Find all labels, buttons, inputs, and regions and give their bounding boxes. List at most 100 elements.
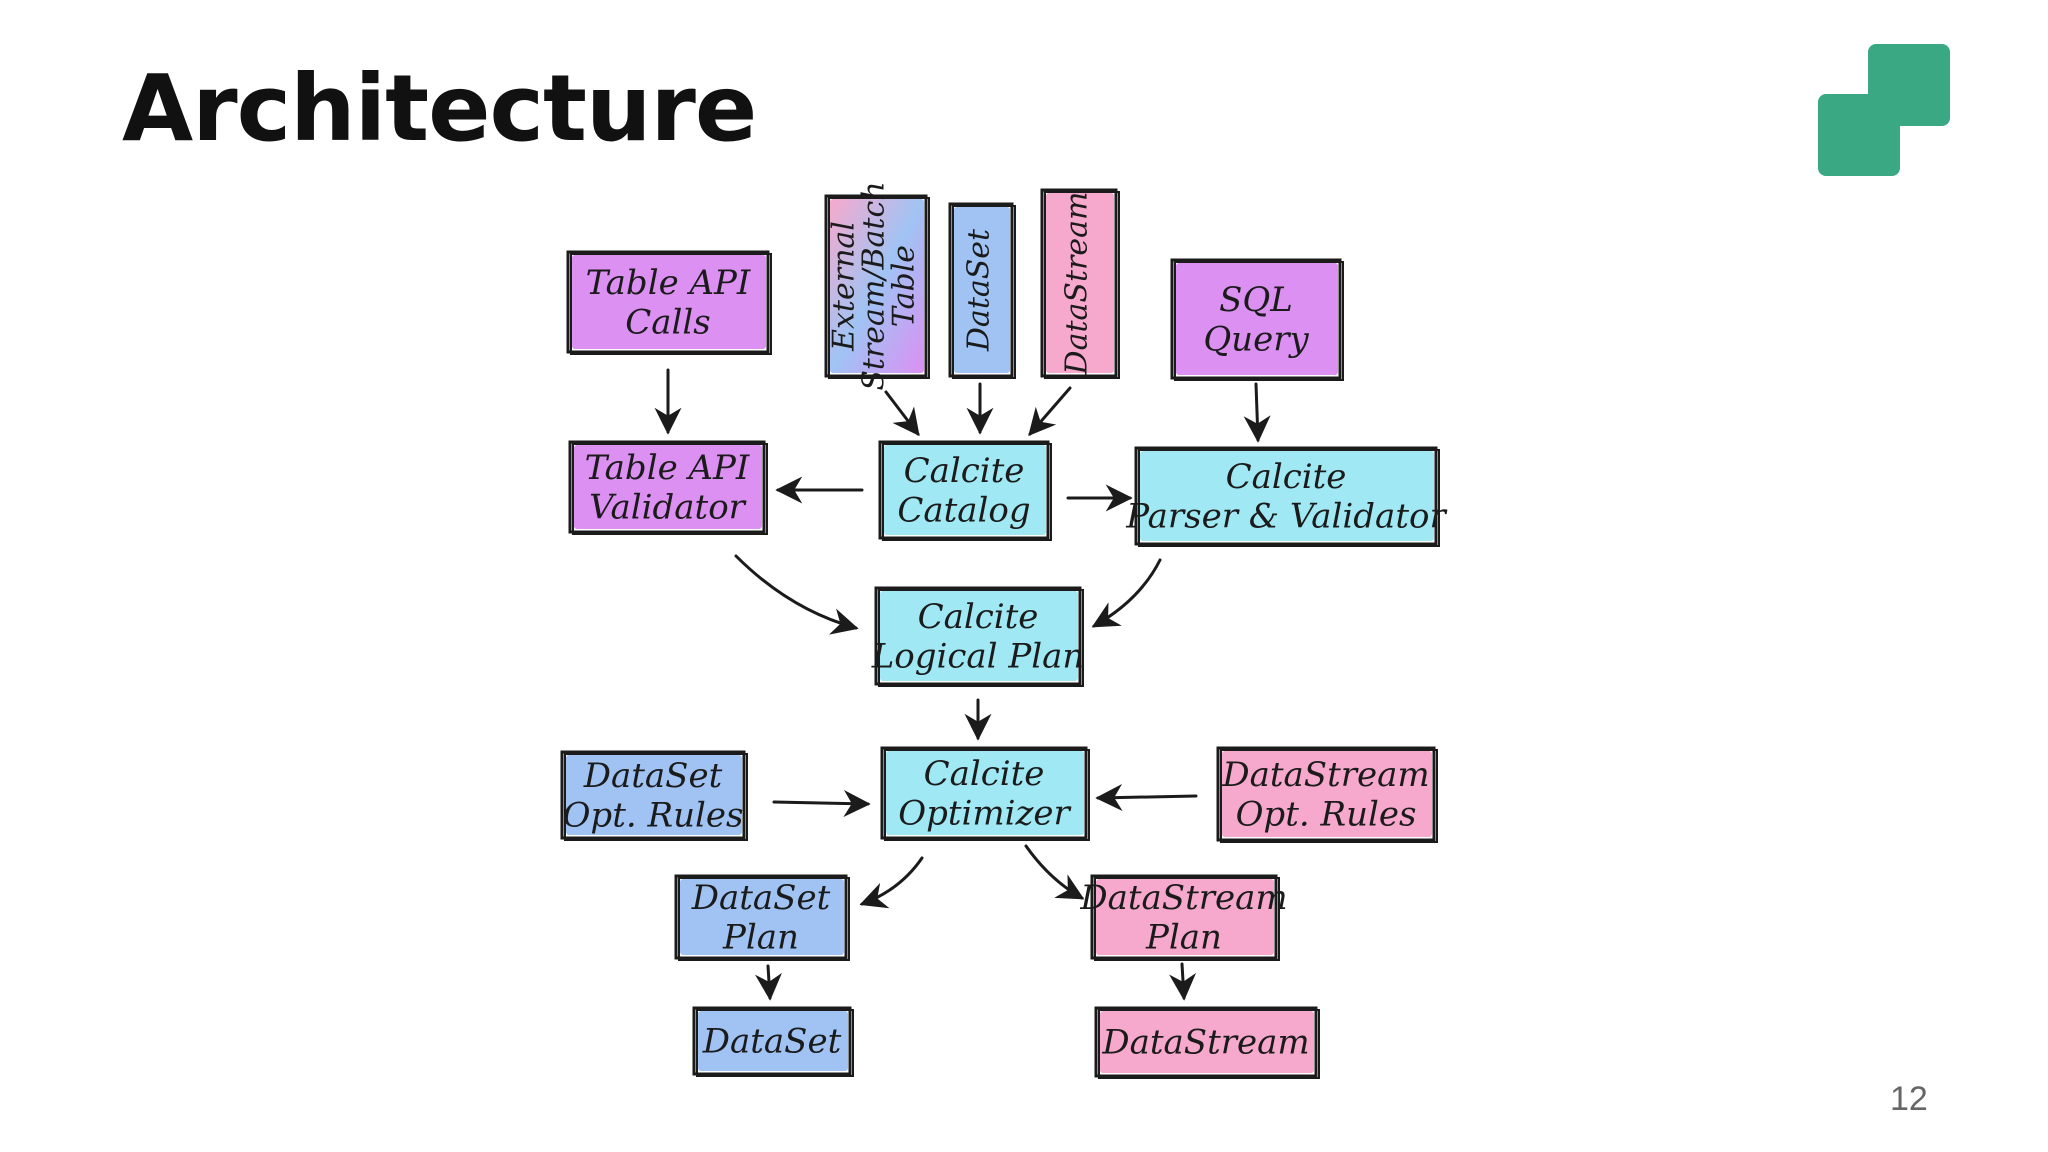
node-fill <box>830 199 924 373</box>
node-label: Table API <box>586 263 751 303</box>
node-fill <box>572 255 766 349</box>
node-fill <box>884 445 1046 535</box>
edges-layer <box>654 368 1271 1001</box>
slide-title: Architecture <box>122 55 757 162</box>
node-fill <box>886 751 1084 835</box>
node-outline <box>882 443 1052 541</box>
arrow-dataset-opt-rules-to-calcite-optimizer <box>772 789 871 817</box>
node-outline <box>1094 877 1280 961</box>
node-label: Optimizer <box>898 793 1071 833</box>
node-label: DataStream <box>1101 1023 1309 1063</box>
node-label: Logical Plan <box>871 636 1085 676</box>
node-label: Calcite <box>904 451 1025 491</box>
node-datastream-input: DataStream <box>1040 188 1120 379</box>
node-label: Calcite <box>924 754 1045 794</box>
node-dataset-output: DataSet <box>692 1006 854 1077</box>
node-outline <box>568 440 766 534</box>
node-label: DataStream <box>1221 755 1429 795</box>
arrow-datastream-plan-to-datastream-output <box>1169 962 1197 1001</box>
node-label: DataSet <box>583 756 723 796</box>
node-outline <box>1220 749 1438 843</box>
node-outline <box>570 253 772 355</box>
node-label: Calls <box>625 302 710 342</box>
node-fill <box>1176 263 1338 375</box>
node-label: DataStream <box>1060 192 1095 376</box>
node-outline <box>678 877 850 961</box>
node-fill <box>954 207 1010 373</box>
node-outline <box>674 874 848 960</box>
node-outline <box>692 1006 852 1076</box>
arrow-dataset-plan-to-dataset-output <box>755 964 782 1001</box>
node-outline <box>1098 1009 1320 1079</box>
arrow-calcite-parser-validator-to-calcite-logical-plan <box>1091 558 1162 628</box>
node-outline <box>1174 261 1344 381</box>
node-outline <box>1216 746 1436 842</box>
node-label: Stream/Batch <box>857 181 892 390</box>
node-outline <box>1044 191 1120 379</box>
node-label: Table API <box>585 448 750 488</box>
node-label: Opt. Rules <box>1236 794 1417 834</box>
node-datastream-output: DataStream <box>1094 1006 1320 1079</box>
node-outline <box>880 746 1088 840</box>
node-fill <box>566 755 742 835</box>
node-outline <box>564 753 748 841</box>
node-label: External <box>827 221 862 352</box>
arrow-external-stream-batch-table-to-calcite-catalog <box>884 390 920 437</box>
node-fill <box>1096 879 1274 955</box>
node-label: Plan <box>1145 917 1222 957</box>
arrow-sql-query-to-calcite-parser-validator <box>1243 382 1271 443</box>
node-label: DataSet <box>702 1022 842 1062</box>
arrow-calcite-optimizer-to-dataset-plan <box>859 856 924 909</box>
node-outline <box>572 443 768 535</box>
node-outline <box>1170 258 1342 380</box>
arrow-datastream-input-to-calcite-catalog <box>1028 386 1072 437</box>
node-label: Query <box>1203 319 1309 359</box>
node-outline <box>696 1009 854 1077</box>
node-label: Validator <box>589 487 747 527</box>
node-fill <box>680 879 844 955</box>
node-label: Table <box>887 245 922 327</box>
node-fill <box>1222 751 1432 837</box>
node-label: SQL <box>1219 280 1293 320</box>
arrow-datastream-opt-rules-to-calcite-optimizer <box>1095 784 1198 812</box>
overlapping-squares-logo-icon <box>1818 44 1952 178</box>
node-label: DataStream <box>1079 878 1287 918</box>
node-label: Calcite <box>918 597 1039 637</box>
node-label: Plan <box>722 917 799 957</box>
node-dataset-input: DataSet <box>948 202 1016 379</box>
node-label: DataSet <box>962 228 997 352</box>
node-outline <box>948 202 1014 378</box>
node-outline <box>1138 449 1440 547</box>
node-label: Parser & Validator <box>1125 496 1447 536</box>
node-label: DataSet <box>691 878 831 918</box>
node-outline <box>878 440 1050 540</box>
node-outline <box>1090 874 1278 960</box>
logo-square-front <box>1818 94 1900 176</box>
node-outline <box>560 750 746 840</box>
node-outline <box>1040 188 1118 378</box>
node-outline <box>566 250 770 354</box>
page-number: 12 <box>1890 1080 1928 1118</box>
node-label: Catalog <box>897 490 1030 530</box>
node-outline <box>874 586 1082 686</box>
node-outline <box>878 589 1084 687</box>
node-label: Opt. Rules <box>563 795 744 835</box>
node-fill <box>1046 193 1114 373</box>
node-label: Calcite <box>1226 457 1347 497</box>
node-fill <box>574 445 762 529</box>
node-outline <box>884 749 1090 841</box>
node-fill <box>1100 1011 1314 1073</box>
node-outline <box>1134 446 1438 546</box>
